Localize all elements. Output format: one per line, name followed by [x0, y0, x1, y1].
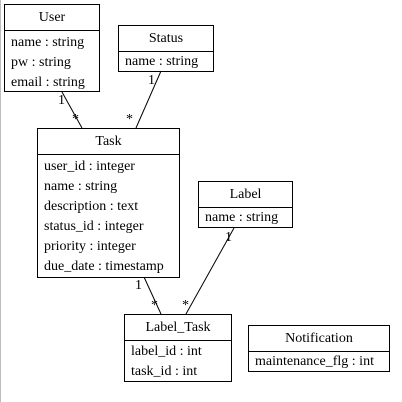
attribute: name : string — [205, 210, 279, 225]
attribute: description : text — [44, 199, 139, 214]
multiplicity-labeltask-end-task: * — [151, 298, 158, 313]
association-status-task — [135, 70, 162, 129]
association-user-task — [61, 91, 83, 129]
class-label-task: Label_Task label_id : int task_id : int — [124, 314, 232, 382]
attribute: name : string — [11, 35, 85, 50]
multiplicity-task-end-status: * — [126, 112, 133, 127]
multiplicity-user-end: 1 — [58, 93, 65, 108]
class-notification: Notification maintenance_flg : int — [248, 325, 390, 372]
class-title: Task — [38, 129, 179, 155]
attribute: task_id : int — [131, 364, 198, 379]
multiplicity-status-end: 1 — [148, 73, 155, 88]
attribute-list: name : string — [199, 208, 292, 228]
attribute: label_id : int — [131, 344, 202, 359]
multiplicity-labeltask-end-label: * — [182, 298, 189, 313]
class-title: Label_Task — [125, 315, 231, 341]
attribute: status_id : integer — [44, 219, 144, 234]
attribute-list: name : string — [119, 52, 213, 72]
attribute: priority : integer — [44, 239, 136, 254]
attribute: name : string — [125, 54, 199, 69]
class-task: Task user_id : integer name : string des… — [37, 128, 180, 278]
attribute: user_id : integer — [44, 159, 135, 174]
class-title: Notification — [249, 326, 389, 352]
left-border — [0, 0, 1, 402]
attribute: due_date : timestamp — [44, 259, 164, 274]
class-title: User — [5, 5, 99, 31]
class-title: Label — [199, 182, 292, 208]
attribute: email : string — [11, 75, 85, 90]
attribute: name : string — [44, 179, 118, 194]
attribute-list: maintenance_flg : int — [249, 352, 389, 372]
attribute-list: name : string pw : string email : string — [5, 31, 99, 93]
multiplicity-label-end: 1 — [225, 230, 232, 245]
attribute-list: user_id : integer name : string descript… — [38, 155, 179, 277]
class-status: Status name : string — [118, 25, 214, 72]
association-label-labeltask — [185, 227, 235, 315]
class-label: Label name : string — [198, 181, 293, 228]
association-task-labeltask — [143, 276, 162, 315]
multiplicity-task-end-labeltask: 1 — [135, 278, 142, 293]
class-user: User name : string pw : string email : s… — [4, 4, 100, 92]
attribute-list: label_id : int task_id : int — [125, 341, 231, 382]
attribute: maintenance_flg : int — [255, 354, 374, 369]
class-title: Status — [119, 26, 213, 52]
multiplicity-task-end-user: * — [72, 112, 79, 127]
attribute: pw : string — [11, 55, 71, 70]
